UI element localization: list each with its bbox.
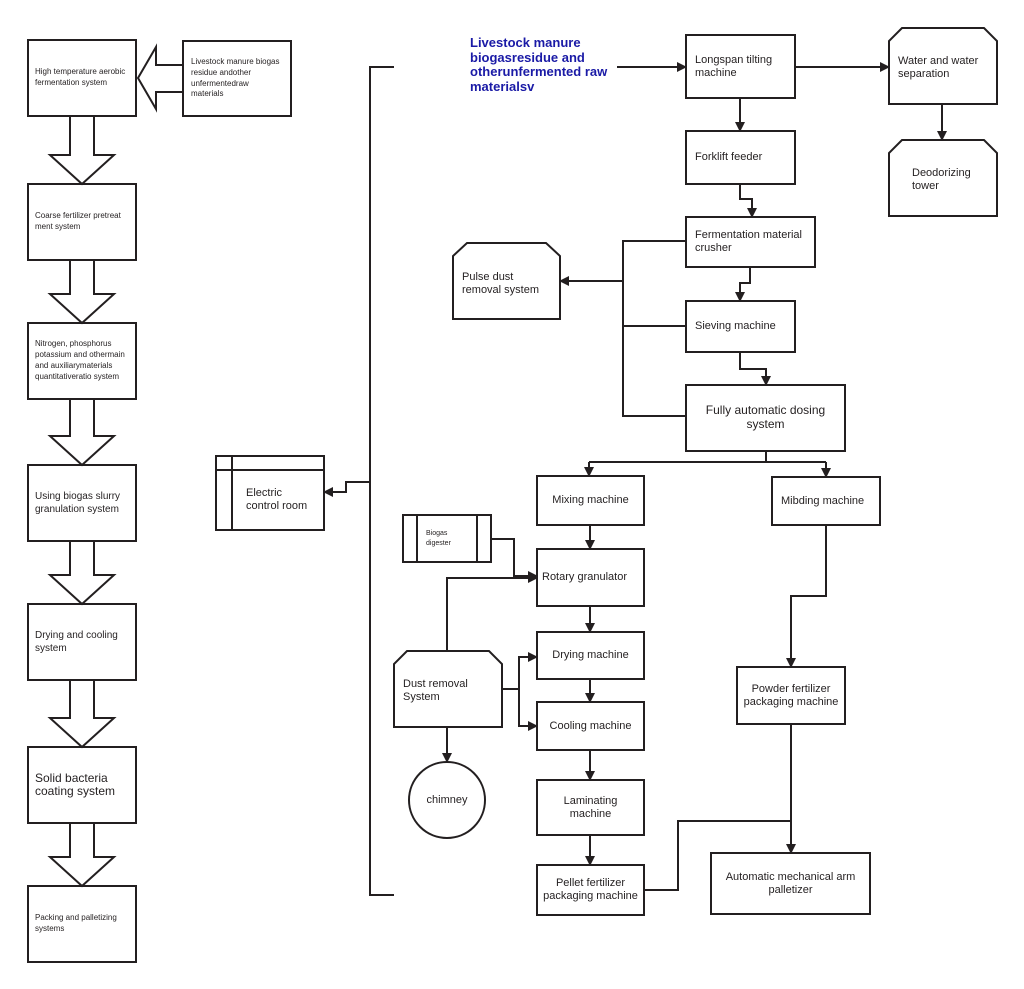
electric-control-room: Electric control room bbox=[246, 487, 308, 512]
left-step-bacteria-coating: Solid bacteria coating system bbox=[35, 770, 116, 798]
hollow-arrow-down bbox=[47, 260, 117, 325]
left-step-aerobic-fermentation: High temperature aerobic fermentation sy… bbox=[35, 67, 126, 87]
hollow-arrow-down bbox=[47, 680, 117, 749]
left-step-packing-palletizing: Packing and palletizing systems bbox=[35, 913, 117, 933]
rotary-granulator: Rotary granulator bbox=[542, 571, 627, 584]
chimney: chimney bbox=[426, 793, 468, 806]
raw-materials-title: Livestock manure biogasresidue and other… bbox=[470, 35, 608, 94]
automatic-mechanical-arm-palletizer: Automatic mechanical arm palletizer bbox=[725, 870, 856, 896]
bracket-to-control bbox=[323, 481, 370, 497]
dust-removal-system: Dust removal System bbox=[403, 678, 468, 703]
pulse-dust-removal-system: Pulse dust removal system bbox=[462, 271, 540, 296]
left-step-coarse-pretreatment: Coarse fertilizer pretreat ment system bbox=[35, 211, 121, 231]
sieving-machine: Sieving machine bbox=[695, 320, 776, 333]
fermentation-material-crusher: Fermentation material crusher bbox=[695, 229, 802, 254]
left-input-label: Livestock manure biogas residue andother… bbox=[191, 56, 280, 99]
deodorizing-tower: Deodorizing tower bbox=[912, 167, 971, 192]
pellet-fertilizer-packaging-machine: Pellet fertilizer packaging machine bbox=[543, 877, 638, 902]
drying-machine: Drying machine bbox=[552, 649, 629, 662]
hollow-arrow-down bbox=[47, 116, 117, 186]
left-step-biogas-granulation: Using biogas slurry granulation system bbox=[35, 490, 121, 516]
mibding-machine: Mibding machine bbox=[781, 494, 865, 507]
bracket bbox=[369, 66, 394, 896]
fully-automatic-dosing-system: Fully automatic dosing system bbox=[705, 403, 826, 431]
biogas-digester: Biogas digester bbox=[426, 530, 451, 547]
left-input-box bbox=[182, 40, 292, 117]
powder-fertilizer-packaging-machine: Powder fertilizer packaging machine bbox=[743, 682, 839, 708]
left-step-npk-ratio: Nitrogen, phosphorus potassium and other… bbox=[35, 339, 125, 381]
longspan-tilting-machine: Longspan tilting machine bbox=[695, 53, 773, 79]
water-separation: Water and water separation bbox=[898, 55, 979, 80]
hollow-arrow-down bbox=[47, 823, 117, 888]
left-step-box bbox=[27, 39, 137, 117]
hollow-arrow-down bbox=[47, 541, 117, 606]
mixing-machine: Mixing machine bbox=[552, 494, 629, 507]
laminating-machine: Laminating machine bbox=[563, 794, 618, 820]
cooling-machine: Cooling machine bbox=[549, 719, 632, 732]
hollow-arrow-left bbox=[136, 43, 183, 113]
left-step-drying-cooling: Drying and cooling system bbox=[35, 629, 118, 655]
forklift-feeder: Forklift feeder bbox=[695, 151, 763, 164]
hollow-arrow-down bbox=[47, 399, 117, 467]
